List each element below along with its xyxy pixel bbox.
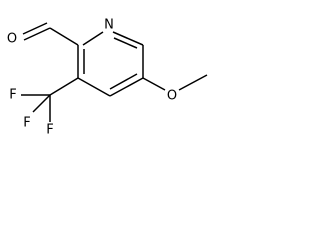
bond-o-ch3 (178, 74, 208, 91)
atom-label-nitrogen: N (104, 18, 114, 33)
bond-cho-o-2 (22, 22, 48, 35)
atom-label-ether-oxygen: O (167, 89, 177, 104)
bond-c3-c4 (77, 77, 111, 97)
bond-c2-cho (49, 27, 79, 46)
atom-label-fluorine-2: F (23, 116, 30, 131)
bond-n1-c2 (82, 31, 104, 46)
bond-cho-o-1 (23, 27, 51, 41)
bond-c4-c5-inner (109, 73, 138, 90)
bond-n1-c6-inner (113, 37, 138, 49)
bond-c5-o (142, 77, 166, 91)
chemical-structure: N O O F F F (7, 18, 208, 138)
bond-c3-cf3 (49, 77, 79, 96)
atom-label-fluorine-1: F (9, 88, 16, 103)
atom-label-fluorine-3: F (46, 123, 53, 138)
atom-label-aldehyde-oxygen: O (7, 32, 17, 47)
bond-cf3-f-lower-left (32, 94, 51, 113)
bond-n1-c6 (112, 31, 144, 46)
bond-c4-c5 (109, 77, 144, 97)
